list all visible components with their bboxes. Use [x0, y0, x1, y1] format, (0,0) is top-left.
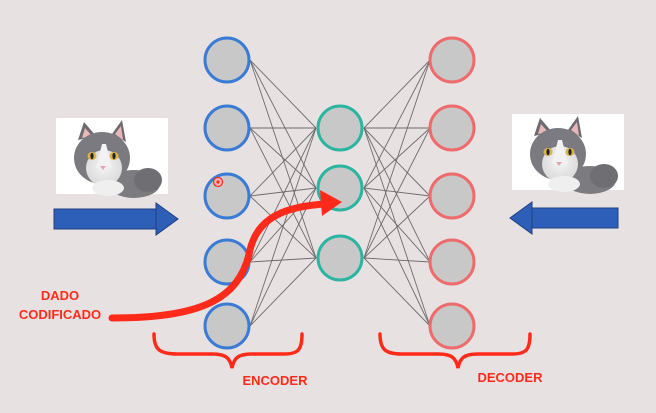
cursor-dot-icon	[212, 176, 224, 188]
decoder-node	[428, 302, 476, 350]
bottleneck-node	[316, 234, 364, 282]
encoder-node	[203, 104, 251, 152]
decoder-node	[428, 238, 476, 286]
decoder-layer	[428, 36, 476, 350]
decoder-label: DECODER	[477, 370, 543, 385]
encoded-data-arrow-icon	[108, 190, 342, 322]
encoder-node	[203, 36, 251, 84]
input-cat-image	[56, 118, 168, 198]
encoder-brace	[152, 332, 304, 369]
encoder-label: ENCODER	[242, 373, 308, 388]
decoder-node	[428, 172, 476, 220]
decoder-node	[428, 104, 476, 152]
encoded-data-label-line1: DADO	[41, 288, 79, 303]
encoded-data-label-line2: CODIFICADO	[19, 307, 101, 322]
encoder-node	[203, 302, 251, 350]
encoder-connections	[249, 59, 317, 327]
output-cat-image	[512, 114, 624, 194]
bottleneck-node	[316, 104, 364, 152]
decoder-connections	[363, 59, 431, 327]
decoder-node	[428, 36, 476, 84]
input-arrow-icon	[53, 202, 179, 236]
decoder-brace	[378, 332, 532, 369]
output-arrow-icon	[509, 201, 619, 235]
encoder-node	[203, 172, 251, 220]
